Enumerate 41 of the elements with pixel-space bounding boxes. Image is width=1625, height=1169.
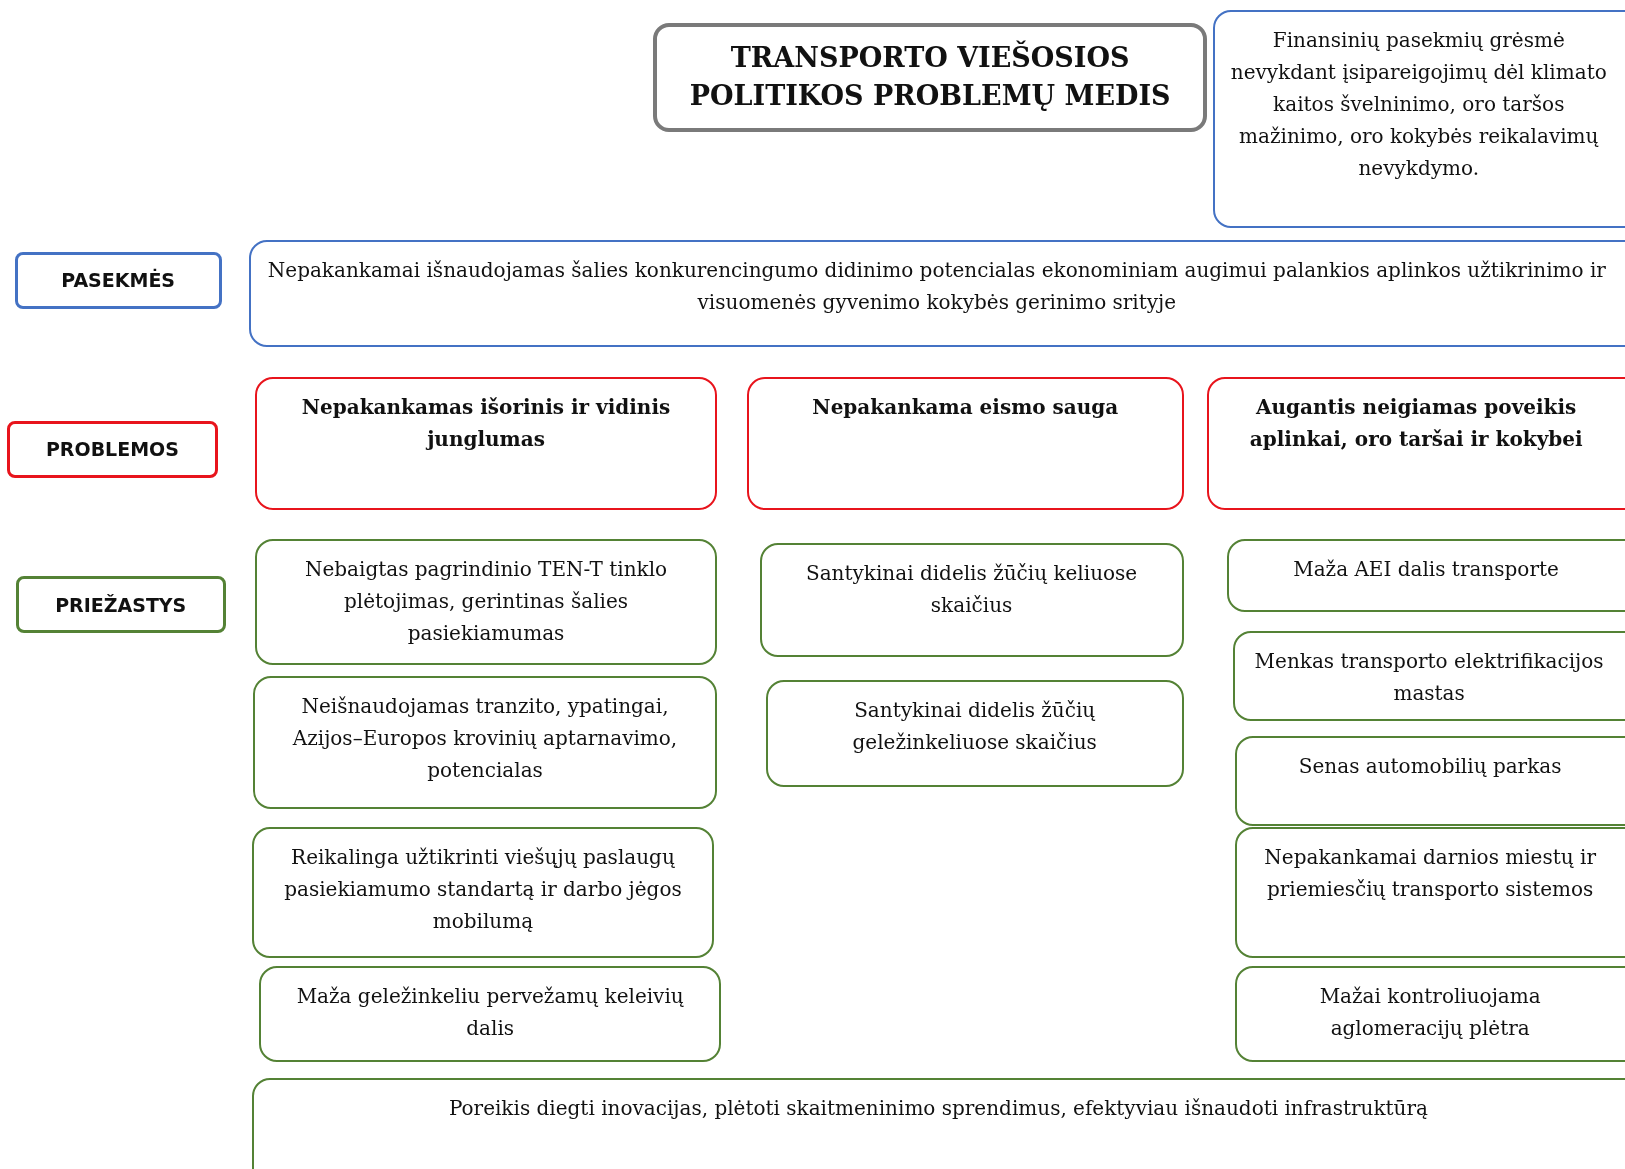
text-box bbox=[1235, 827, 1625, 958]
box-text: Finansinių pasekmių grėsmė nevykdant įsipareigojimų dėl klimato kaitos švelninimo, oro taršos mažinimo, oro kokybės reikalavimų nevykdymo. bbox=[1229, 27, 1608, 183]
row-label-text: PROBLEMOS bbox=[45, 437, 179, 463]
box-text: Nepakankamas išorinis ir vidinis junglumas bbox=[300, 394, 672, 454]
text-box bbox=[1235, 965, 1625, 1063]
box-text: Maža geležinkeliu pervežamų keleivių dalis bbox=[295, 982, 685, 1042]
text-box bbox=[248, 240, 1625, 348]
box-text: Maža AEI dalis transporte bbox=[1293, 555, 1559, 583]
box-text: Augantis neigiamas poveikis aplinkai, oro taršai ir kokybei bbox=[1248, 394, 1584, 454]
box-text: Nepakankama eismo sauga bbox=[812, 394, 1119, 422]
box-text: Menkas transporto elektrifikacijos mastas bbox=[1253, 648, 1605, 708]
box-text: Santykinai didelis žūčių keliuose skaičius bbox=[804, 560, 1139, 620]
box-text: Poreikis diegti inovacijas, plėtoti skaitmeninimo sprendimus, efektyviau išnaudoti infrastruktūrą bbox=[448, 1094, 1428, 1122]
text-box bbox=[259, 965, 722, 1063]
text-box bbox=[251, 1077, 1625, 1169]
problem-box bbox=[254, 377, 718, 510]
row-label bbox=[14, 251, 222, 309]
text-box bbox=[1235, 735, 1625, 826]
text-box bbox=[765, 679, 1184, 787]
box-text: Reikalinga užtikrinti viešųjų paslaugų pasiekiamumo standartą ir darbo jėgos mobilumą bbox=[283, 844, 683, 935]
text-box bbox=[1227, 538, 1625, 613]
text-box bbox=[1212, 10, 1625, 228]
row-label-text: PRIEŽASTYS bbox=[55, 592, 187, 618]
problem-box bbox=[747, 377, 1184, 510]
title-text: TRANSPORTO VIEŠOSIOS POLITIKOS PROBLEMŲ MEDIS bbox=[688, 39, 1172, 114]
text-box bbox=[252, 675, 718, 810]
box-text: Nepakankamai išnaudojamas šalies konkurencingumo didinimo potencialas ekonominiam augimui palankios aplinkos užtikrinimo ir visuomenės gyvenimo kokybės gerinimo srityje bbox=[266, 257, 1607, 317]
box-text: Santykinai didelis žūčių geležinkeliuose skaičius bbox=[851, 696, 1098, 756]
text-box bbox=[1233, 631, 1625, 722]
problem-box bbox=[1207, 377, 1625, 510]
box-text: Mažai kontroliuojama aglomeracijų plėtra bbox=[1318, 982, 1542, 1042]
box-text: Nebaigtas pagrindinio TEN-T tinklo plėtojimas, gerintinas šalies pasiekiamumas bbox=[303, 555, 669, 647]
row-label bbox=[15, 576, 226, 634]
box-text: Senas automobilių parkas bbox=[1298, 752, 1562, 780]
text-box bbox=[759, 543, 1184, 658]
text-box bbox=[251, 827, 715, 958]
box-text: Nepakankamai darnios miestų ir priemiesčių transporto sistemos bbox=[1263, 844, 1597, 903]
text-box bbox=[254, 538, 718, 666]
row-label-text: PASEKMĖS bbox=[61, 267, 176, 294]
box-text: Neišnaudojamas tranzito, ypatingai, Azijos–Europos krovinių aptarnavimo, potencialas bbox=[291, 692, 679, 784]
row-label bbox=[7, 420, 218, 478]
